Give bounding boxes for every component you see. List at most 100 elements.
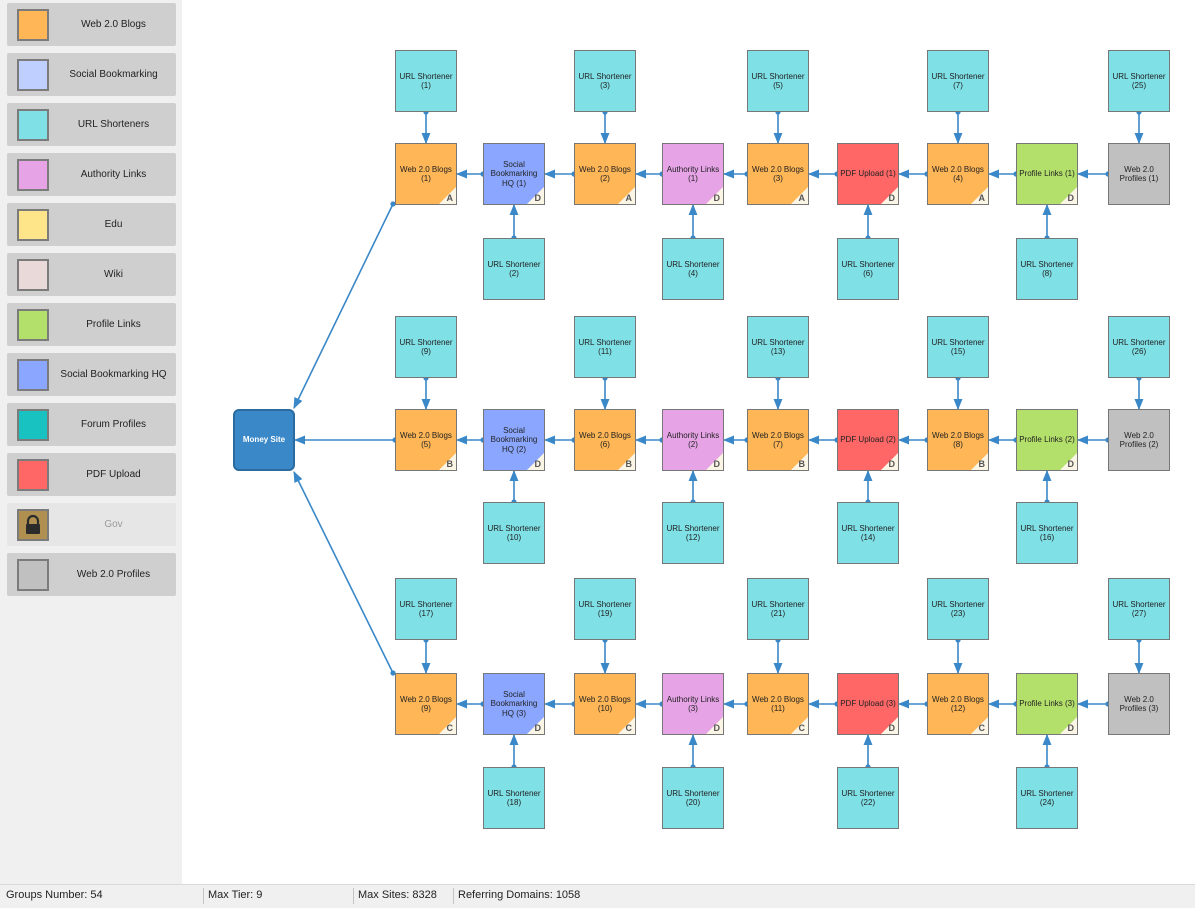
node-url-shortener-13[interactable]: URL Shortener (13) (747, 316, 809, 378)
node-url-shortener-26[interactable]: URL Shortener (26) (1108, 316, 1170, 378)
palette-item-wiki[interactable]: Wiki (7, 253, 176, 296)
node-url-shortener-14[interactable]: URL Shortener (14) (837, 502, 899, 564)
node-label: Web 2.0 Blogs (12) (932, 694, 984, 714)
node-label: URL Shortener (27) (1112, 599, 1166, 619)
palette-item-label: Web 2.0 Profiles (76, 569, 151, 580)
palette-item-profile-links[interactable]: Profile Links (7, 303, 176, 346)
node-url-shortener-19[interactable]: URL Shortener (19) (574, 578, 636, 640)
tier-badge: C (798, 722, 806, 733)
tier-badge: A (446, 192, 454, 203)
status-bar: Groups Number: 54 Max Tier: 9 Max Sites:… (0, 884, 1195, 908)
node-url-shortener-16[interactable]: URL Shortener (16) (1016, 502, 1078, 564)
node-social-bookmarking-hq-2[interactable]: Social Bookmarking HQ (2)D (483, 409, 545, 471)
tier-corner (791, 453, 808, 470)
node-url-shortener-15[interactable]: URL Shortener (15) (927, 316, 989, 378)
node-url-shortener-8[interactable]: URL Shortener (8) (1016, 238, 1078, 300)
color-swatch (17, 59, 49, 91)
node-web-2-0-profiles-1[interactable]: Web 2.0 Profiles (1) (1108, 143, 1170, 205)
node-social-bookmarking-hq-1[interactable]: Social Bookmarking HQ (1)D (483, 143, 545, 205)
node-label: URL Shortener (13) (751, 337, 805, 357)
node-web-2-0-blogs-11[interactable]: Web 2.0 Blogs (11)C (747, 673, 809, 735)
node-label: Profile Links (3) (1019, 699, 1075, 709)
node-pdf-upload-2[interactable]: PDF Upload (2)D (837, 409, 899, 471)
palette-item-authority-links[interactable]: Authority Links (7, 153, 176, 196)
palette-item-forum-profiles[interactable]: Forum Profiles (7, 403, 176, 446)
node-label: Web 2.0 Blogs (3) (752, 164, 804, 184)
color-swatch (17, 209, 49, 241)
node-url-shortener-24[interactable]: URL Shortener (24) (1016, 767, 1078, 829)
node-authority-links-2[interactable]: Authority Links (2)D (662, 409, 724, 471)
status-divider (453, 888, 454, 904)
node-label: PDF Upload (3) (840, 699, 896, 709)
node-web-2-0-blogs-7[interactable]: Web 2.0 Blogs (7)B (747, 409, 809, 471)
node-web-2-0-blogs-6[interactable]: Web 2.0 Blogs (6)B (574, 409, 636, 471)
tier-badge: D (534, 722, 542, 733)
tier-badge: D (713, 192, 721, 203)
node-web-2-0-blogs-10[interactable]: Web 2.0 Blogs (10)C (574, 673, 636, 735)
node-url-shortener-22[interactable]: URL Shortener (22) (837, 767, 899, 829)
money-site-node[interactable]: Money Site (233, 409, 295, 471)
node-url-shortener-20[interactable]: URL Shortener (20) (662, 767, 724, 829)
node-url-shortener-25[interactable]: URL Shortener (25) (1108, 50, 1170, 112)
node-url-shortener-3[interactable]: URL Shortener (3) (574, 50, 636, 112)
node-web-2-0-blogs-8[interactable]: Web 2.0 Blogs (8)B (927, 409, 989, 471)
node-url-shortener-2[interactable]: URL Shortener (2) (483, 238, 545, 300)
node-url-shortener-11[interactable]: URL Shortener (11) (574, 316, 636, 378)
node-url-shortener-1[interactable]: URL Shortener (1) (395, 50, 457, 112)
node-url-shortener-7[interactable]: URL Shortener (7) (927, 50, 989, 112)
node-social-bookmarking-hq-3[interactable]: Social Bookmarking HQ (3) D (483, 673, 545, 735)
node-web-2-0-profiles-3[interactable]: Web 2.0 Profiles (3) (1108, 673, 1170, 735)
node-authority-links-1[interactable]: Authority Links (1)D (662, 143, 724, 205)
lock-icon (17, 509, 49, 541)
diagram-canvas[interactable]: Money Site Web 2.0 Blogs (1) A Social Bookm… (182, 0, 1195, 884)
node-label: URL Shortener (22) (841, 788, 895, 808)
node-url-shortener-27[interactable]: URL Shortener (27) (1108, 578, 1170, 640)
tier-corner (881, 187, 898, 204)
palette-item-url-shorteners[interactable]: URL Shorteners (7, 103, 176, 146)
node-url-shortener-18[interactable]: URL Shortener (18) (483, 767, 545, 829)
node-label: URL Shortener (3) (578, 71, 632, 91)
node-url-shortener-4[interactable]: URL Shortener (4) (662, 238, 724, 300)
node-web-2-0-blogs-1[interactable]: Web 2.0 Blogs (1) A (395, 143, 457, 205)
node-label: URL Shortener (23) (931, 599, 985, 619)
palette-item-edu[interactable]: Edu (7, 203, 176, 246)
node-web-2-0-blogs-5[interactable]: Web 2.0 Blogs (5)B (395, 409, 457, 471)
node-url-shortener-5[interactable]: URL Shortener (5) (747, 50, 809, 112)
palette-item-web-2-0-blogs[interactable]: Web 2.0 Blogs (7, 3, 176, 46)
node-url-shortener-10[interactable]: URL Shortener (10) (483, 502, 545, 564)
palette-item-pdf-upload[interactable]: PDF Upload (7, 453, 176, 496)
node-authority-links-3[interactable]: Authority Links (3)D (662, 673, 724, 735)
tier-badge: D (1067, 458, 1075, 469)
node-label: Social Bookmarking HQ (3) (490, 689, 538, 718)
node-label: PDF Upload (1) (840, 169, 896, 179)
node-url-shortener-17[interactable]: URL Shortener (17) (395, 578, 457, 640)
max-sites: Max Sites: 8328 (358, 889, 437, 901)
node-label: Web 2.0 Profiles (1) (1119, 164, 1159, 184)
palette-item-social-bookmarking-hq[interactable]: Social Bookmarking HQ (7, 353, 176, 396)
node-web-2-0-blogs-4[interactable]: Web 2.0 Blogs (4)A (927, 143, 989, 205)
node-url-shortener-21[interactable]: URL Shortener (21) (747, 578, 809, 640)
node-label: URL Shortener (16) (1020, 523, 1074, 543)
node-web-2-0-profiles-2[interactable]: Web 2.0 Profiles (2) (1108, 409, 1170, 471)
node-label: Web 2.0 Blogs (9) (400, 694, 452, 714)
tier-corner (1060, 453, 1077, 470)
node-url-shortener-23[interactable]: URL Shortener (23) (927, 578, 989, 640)
link-edge (293, 470, 394, 674)
palette-item-web-2-0-profiles[interactable]: Web 2.0 Profiles (7, 553, 176, 596)
node-web-2-0-blogs-9[interactable]: Web 2.0 Blogs (9)C (395, 673, 457, 735)
node-profile-links-1[interactable]: Profile Links (1)D (1016, 143, 1078, 205)
node-pdf-upload-1[interactable]: PDF Upload (1)D (837, 143, 899, 205)
node-url-shortener-9[interactable]: URL Shortener (9) (395, 316, 457, 378)
palette-item-social-bookmarking[interactable]: Social Bookmarking (7, 53, 176, 96)
node-profile-links-3[interactable]: Profile Links (3)D (1016, 673, 1078, 735)
tier-corner (706, 717, 723, 734)
node-url-shortener-6[interactable]: URL Shortener (6) (837, 238, 899, 300)
node-web-2-0-blogs-2[interactable]: Web 2.0 Blogs (2)A (574, 143, 636, 205)
node-web-2-0-blogs-3[interactable]: Web 2.0 Blogs (3)A (747, 143, 809, 205)
node-url-shortener-12[interactable]: URL Shortener (12) (662, 502, 724, 564)
node-web-2-0-blogs-12[interactable]: Web 2.0 Blogs (12)C (927, 673, 989, 735)
node-label: Web 2.0 Blogs (1) (400, 164, 452, 184)
node-pdf-upload-3[interactable]: PDF Upload (3)D (837, 673, 899, 735)
node-profile-links-2[interactable]: Profile Links (2)D (1016, 409, 1078, 471)
node-label: Authority Links (2) (666, 430, 720, 450)
